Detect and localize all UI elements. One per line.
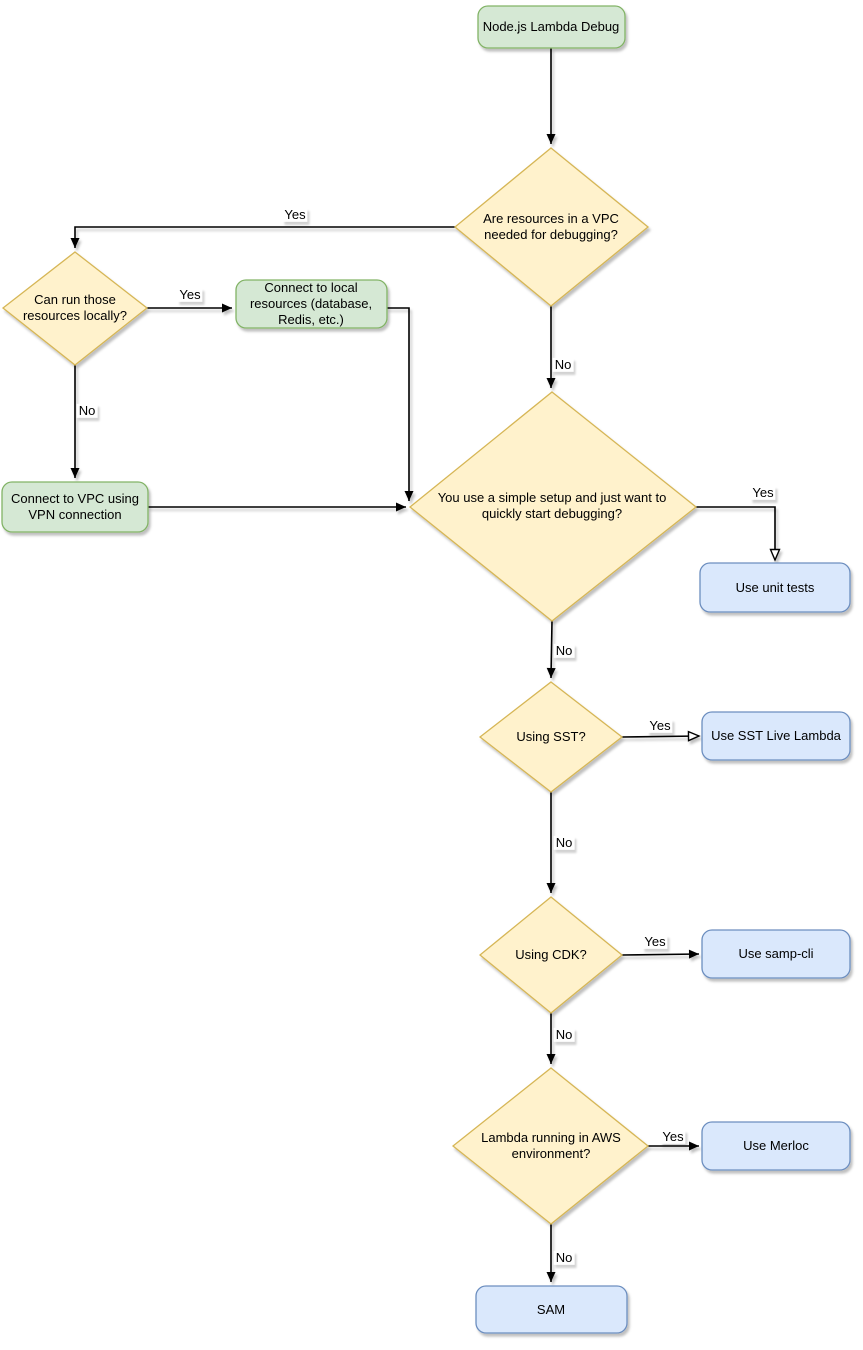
edge-label-vpc-yes: Yes [282,206,308,223]
node-local-resources [235,279,388,329]
edge-label-aws-no: No [553,1249,575,1266]
node-samp-cli [701,929,851,979]
edge-simple-yes [696,506,781,562]
edge-cdk-yes [621,949,700,959]
node-vpc-question [453,147,650,307]
edge-vpc-yes [70,226,455,248]
node-merloc [701,1121,851,1171]
node-vpn [1,481,149,533]
edge-local-resources-to-simple [387,307,414,501]
edge-label-sst-yes: Yes [647,717,673,734]
edge-label-cdk-no: No [553,1026,575,1043]
edge-sst-yes [621,730,701,742]
edge-label-aws-yes: Yes [660,1128,686,1145]
node-start [477,5,626,49]
edge-label-cdk-yes: Yes [642,933,668,950]
edge-label-simple-yes: Yes [750,484,776,501]
edge-simple-no [546,620,556,679]
edge-label-sst-no: No [553,834,575,851]
node-sam [475,1285,628,1334]
node-local-question [1,251,149,366]
node-sst-question [478,681,624,793]
edge-label-local-yes: Yes [177,286,203,303]
node-simple-setup [408,391,698,622]
node-unit-tests [699,562,851,613]
edge-label-vpc-no: No [552,356,574,373]
edge-label-local-no: No [76,402,98,419]
node-cdk-question [478,896,624,1014]
edge-label-simple-no: No [553,642,575,659]
node-aws-env-question [451,1067,650,1225]
node-sst-live [701,711,851,761]
